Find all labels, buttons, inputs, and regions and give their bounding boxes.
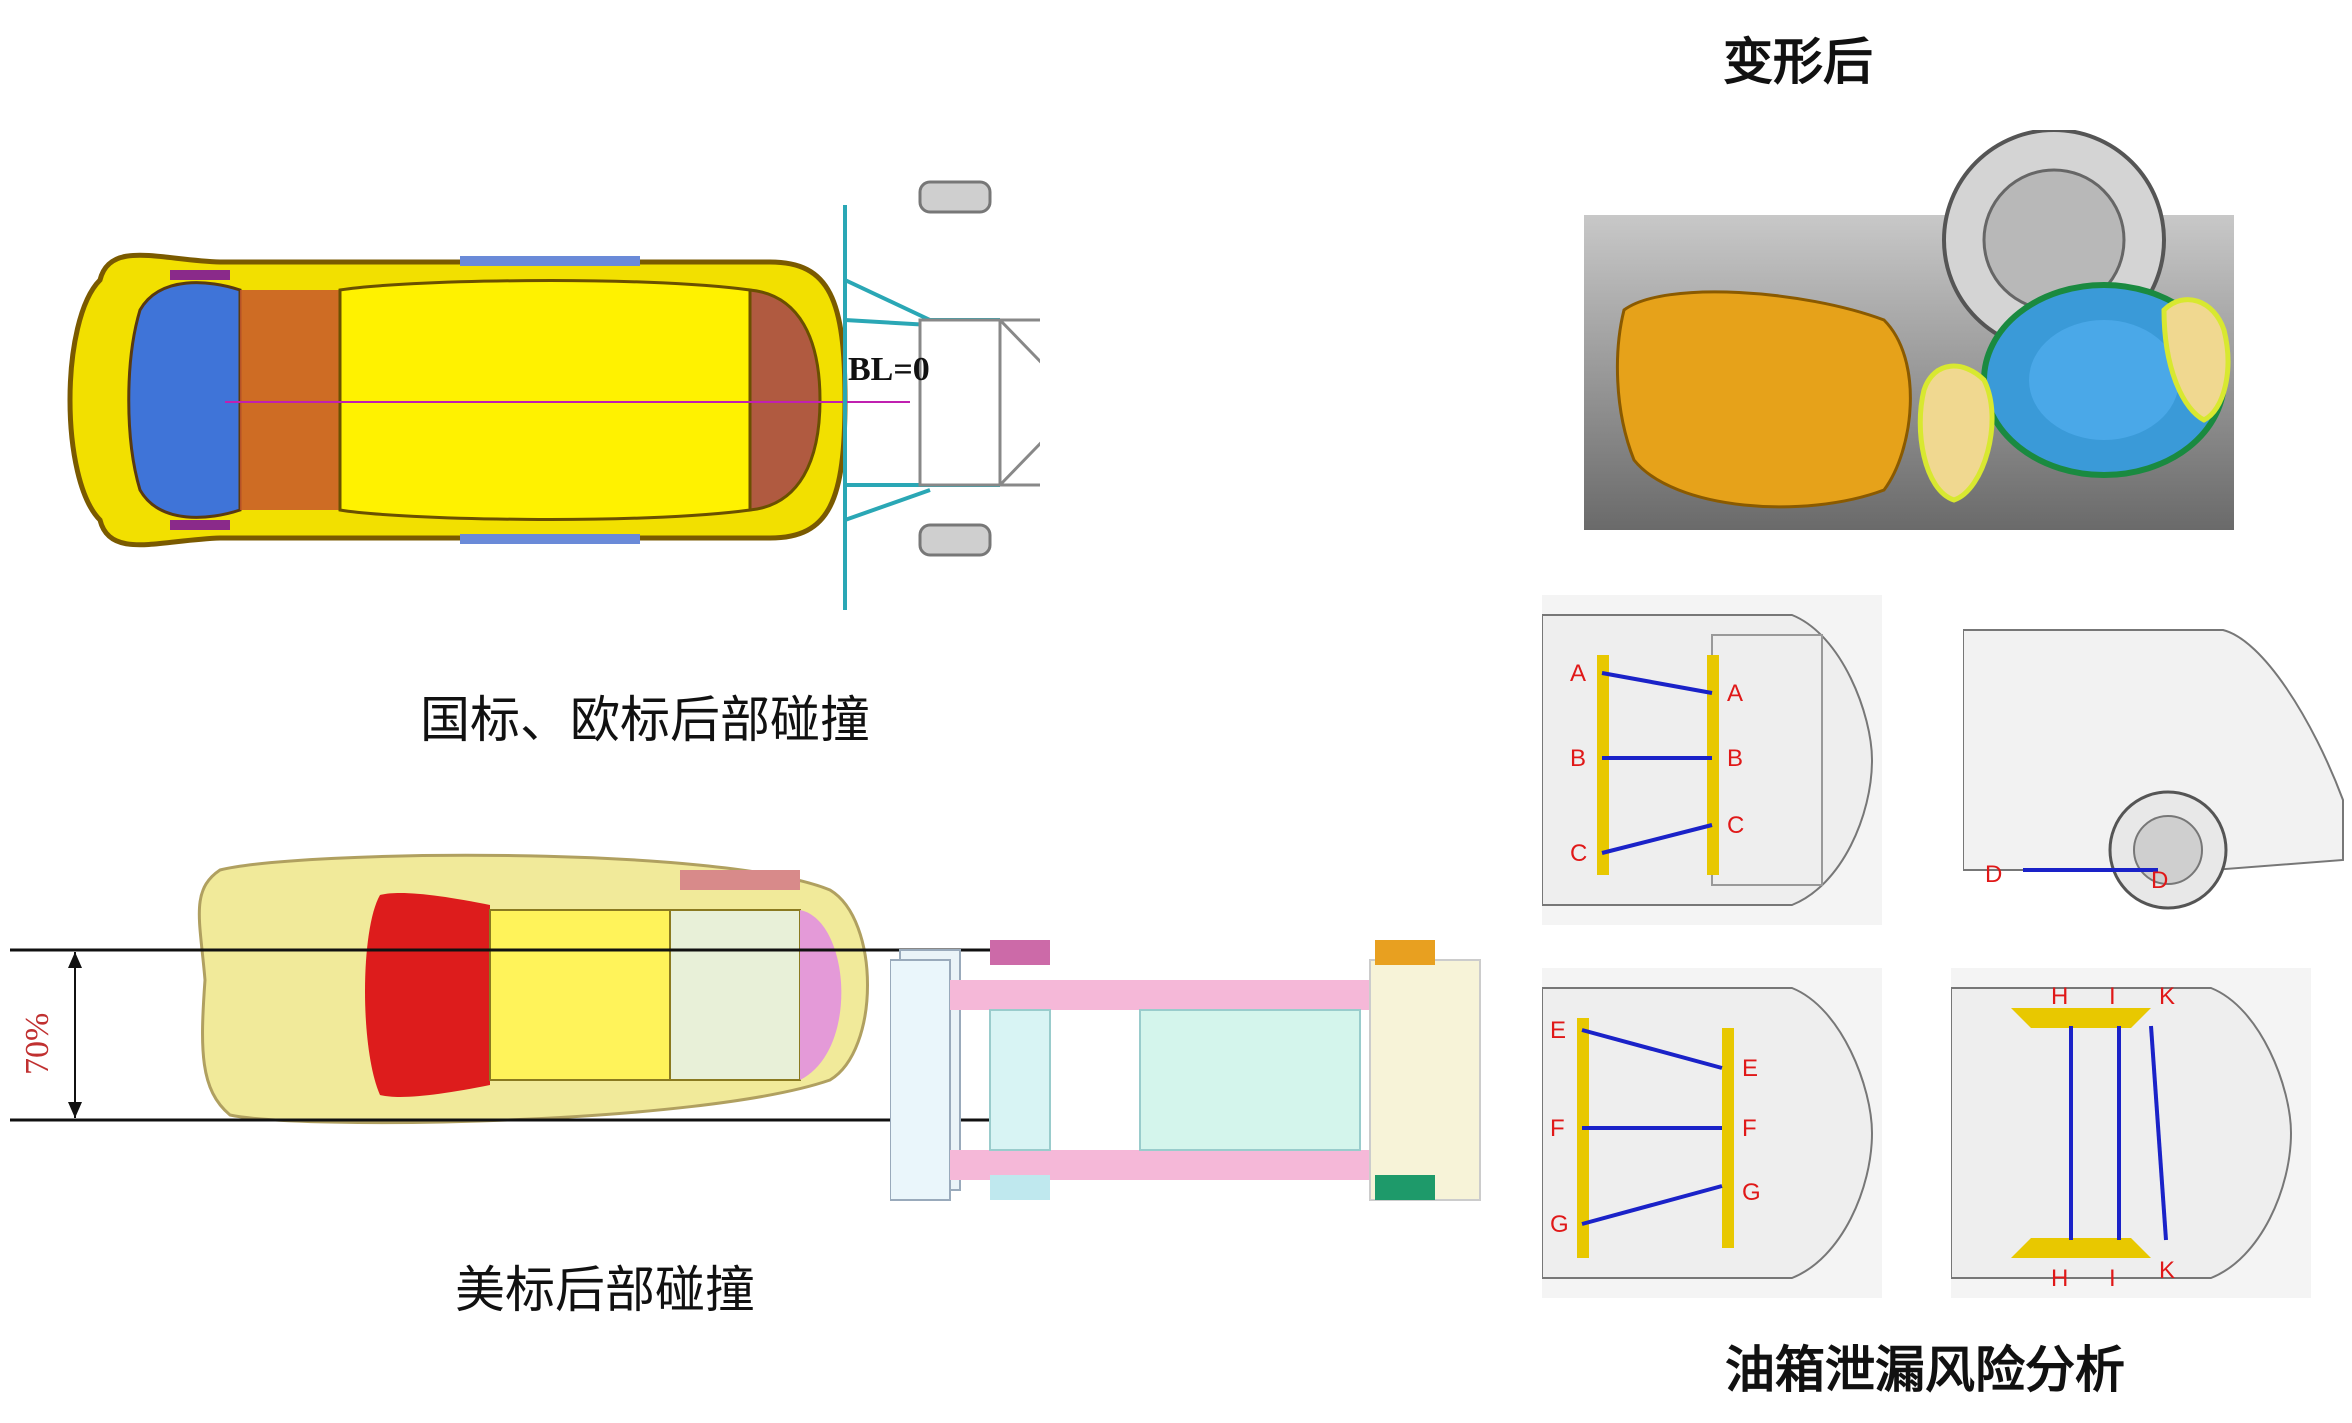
car-top-view — [67, 252, 848, 548]
overlap-percent-label: 70% — [19, 1013, 56, 1075]
caption-gb-eu-rear-impact: 国标、欧标后部碰撞 — [420, 691, 870, 749]
svg-text:D: D — [1985, 861, 2002, 888]
moving-barrier-trolley — [918, 318, 1040, 487]
us-impact-diagram: 70% — [10, 853, 990, 1191]
car-top-view-us — [197, 853, 869, 1125]
svg-text:I: I — [2109, 983, 2116, 1010]
svg-text:K: K — [2159, 1257, 2175, 1284]
svg-text:E: E — [1550, 1017, 1566, 1044]
caption-fuel-tank-leak-risk: 油箱泄漏风险分析 — [1725, 1340, 2125, 1399]
gb-eu-impact-diagram: BL=0 — [67, 180, 1040, 610]
us-moving-barrier — [890, 940, 1481, 1201]
svg-text:B: B — [1570, 745, 1586, 772]
underbody-panel-efg: E E F F G G — [1542, 968, 1882, 1298]
svg-text:C: C — [1727, 812, 1744, 839]
deformation-render — [1584, 130, 2234, 530]
svg-text:E: E — [1742, 1055, 1758, 1082]
svg-text:K: K — [2159, 983, 2175, 1010]
caption-after-deformation: 变形后 — [1723, 32, 1873, 91]
underbody-panel-hik: H I K H I K — [1951, 968, 2311, 1298]
trolley-wheels — [918, 180, 992, 557]
svg-text:H: H — [2051, 1265, 2068, 1292]
svg-text:A: A — [1570, 660, 1586, 687]
svg-text:C: C — [1570, 840, 1587, 867]
caption-us-rear-impact: 美标后部碰撞 — [455, 1261, 755, 1319]
svg-text:F: F — [1550, 1115, 1565, 1142]
baseline-label: BL=0 — [848, 351, 930, 388]
svg-text:B: B — [1727, 745, 1743, 772]
svg-text:I: I — [2109, 1265, 2116, 1292]
svg-text:F: F — [1742, 1115, 1757, 1142]
svg-text:H: H — [2051, 983, 2068, 1010]
svg-text:D: D — [2151, 867, 2168, 894]
underbody-panel-abc: A A B B C C — [1542, 595, 1882, 925]
svg-text:G: G — [1742, 1179, 1761, 1206]
svg-text:G: G — [1550, 1211, 1569, 1238]
svg-text:A: A — [1727, 680, 1743, 707]
